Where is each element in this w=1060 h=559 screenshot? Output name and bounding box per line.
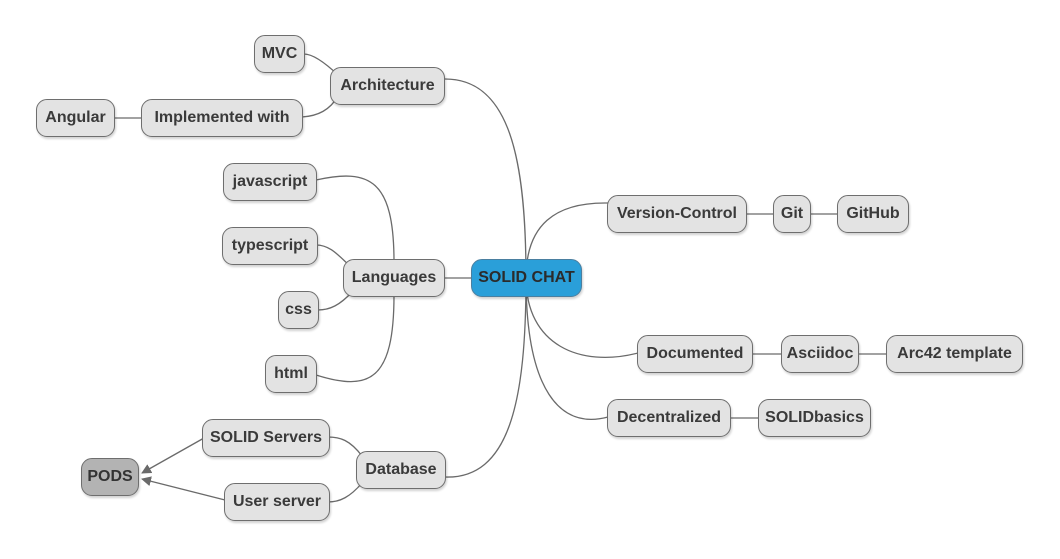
edge-root-architecture: [443, 78, 527, 279]
node-version-control[interactable]: Version-Control: [607, 195, 747, 233]
edge-solid-servers-pods: [141, 437, 205, 474]
node-implemented-with[interactable]: Implemented with: [141, 99, 303, 137]
node-solidbasics[interactable]: SOLIDbasics: [758, 399, 871, 437]
node-database[interactable]: Database: [356, 451, 446, 489]
node-github[interactable]: GitHub: [837, 195, 909, 233]
node-javascript[interactable]: javascript: [223, 163, 317, 201]
node-mvc[interactable]: MVC: [254, 35, 305, 73]
root-node[interactable]: SOLID CHAT: [471, 259, 582, 297]
node-css[interactable]: css: [278, 291, 319, 329]
edge-root-database: [443, 277, 527, 478]
node-git[interactable]: Git: [773, 195, 811, 233]
node-typescript[interactable]: typescript: [222, 227, 318, 265]
edge-user-server-pods: [141, 476, 226, 501]
edge-root-documented: [525, 277, 639, 358]
node-asciidoc[interactable]: Asciidoc: [781, 335, 859, 373]
edge-languages-html: [315, 294, 395, 383]
edge-database-solid-servers: [327, 436, 363, 457]
node-solid-servers[interactable]: SOLID Servers: [202, 419, 330, 457]
edge-root-decentralized: [525, 277, 609, 420]
node-documented[interactable]: Documented: [637, 335, 753, 373]
node-angular[interactable]: Angular: [36, 99, 115, 137]
node-architecture[interactable]: Architecture: [330, 67, 445, 105]
node-decentralized[interactable]: Decentralized: [607, 399, 731, 437]
node-languages[interactable]: Languages: [343, 259, 445, 297]
edge-languages-javascript: [315, 175, 395, 263]
edge-database-user-server: [327, 482, 363, 503]
node-html[interactable]: html: [265, 355, 317, 393]
node-pods[interactable]: PODS: [81, 458, 139, 496]
node-arc42-template[interactable]: Arc42 template: [886, 335, 1023, 373]
node-user-server[interactable]: User server: [224, 483, 330, 521]
